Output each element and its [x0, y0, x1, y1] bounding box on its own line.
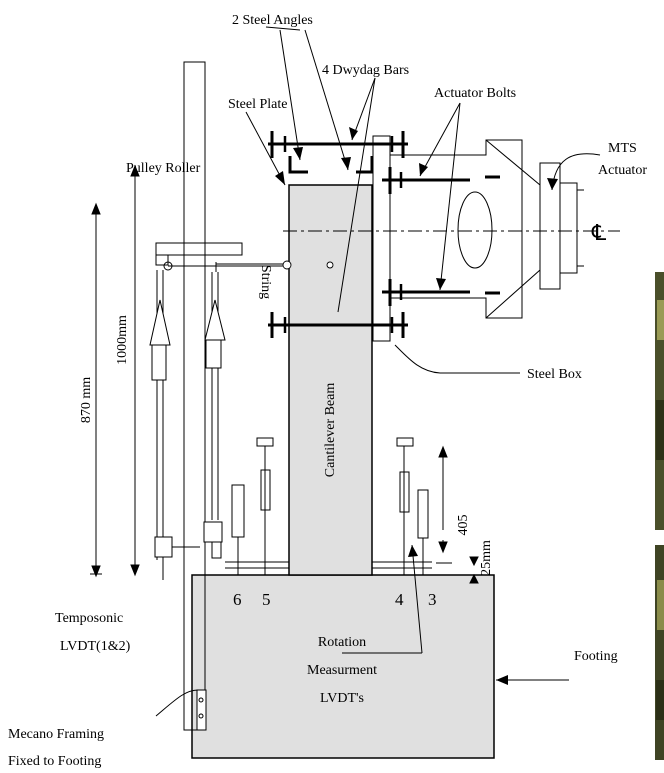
label-mts: MTS [608, 141, 637, 156]
lvdt-number-6: 6 [233, 590, 242, 609]
photo-strip-bottom [655, 545, 664, 760]
label-2-steel-angles: 2 Steel Angles [232, 13, 313, 28]
mecano-framing [183, 61, 207, 731]
rotation-lvdt-right [372, 437, 432, 575]
mts-actuator [390, 139, 584, 319]
label-rotation-1: Rotation [318, 635, 366, 650]
pulley-roller [155, 242, 243, 272]
label-rotation-2: Measurment [307, 663, 377, 678]
label-temposonic-2: LVDT(1&2) [60, 639, 131, 654]
steel-box [372, 135, 391, 342]
label-4-dwydag-bars: 4 Dwydag Bars [322, 63, 409, 78]
dimension-405 [436, 445, 479, 584]
actuator-bolts [382, 167, 500, 306]
label-footing: Footing [574, 649, 618, 664]
temposonic-lvdt-2 [203, 272, 226, 559]
label-cantilever-beam: Cantilever Beam [323, 383, 338, 478]
label-pulley-roller: Pulley Roller [126, 161, 201, 176]
label-string: String [258, 265, 273, 299]
string [168, 260, 334, 270]
label-steel-box: Steel Box [527, 367, 582, 382]
leader-lines [155, 26, 601, 717]
dwydag-bars [268, 131, 408, 338]
dimension-1000 [130, 164, 140, 577]
label-actuator-bolts: Actuator Bolts [434, 86, 516, 101]
lvdt-number-3: 3 [428, 590, 437, 609]
centerline-symbol: ℄ [591, 220, 607, 245]
steel-angles [288, 156, 374, 174]
label-temposonic-1: Temposonic [55, 611, 123, 626]
label-mecano-2: Fixed to Footing [8, 754, 101, 769]
label-steel-plate: Steel Plate [228, 97, 288, 112]
dim-25-label: 25mm [479, 540, 494, 576]
rotation-lvdt-left [225, 437, 289, 575]
cantilever-beam [288, 184, 373, 576]
label-rotation-3: LVDT's [320, 691, 364, 706]
lvdt-number-5: 5 [262, 590, 271, 609]
label-actuator: Actuator [598, 163, 647, 178]
label-mecano-1: Mecano Framing [8, 727, 104, 742]
dim-870-label: 870 mm [79, 377, 94, 423]
footing-block [191, 574, 495, 759]
photo-strip-top [655, 272, 664, 530]
temposonic-lvdt-1 [149, 270, 200, 580]
dim-1000-label: 1000mm [115, 315, 130, 365]
dimension-870 [90, 202, 102, 578]
dim-405-label: 405 [456, 515, 471, 536]
lvdt-number-4: 4 [395, 590, 404, 609]
leader-arrowheads [275, 127, 558, 685]
